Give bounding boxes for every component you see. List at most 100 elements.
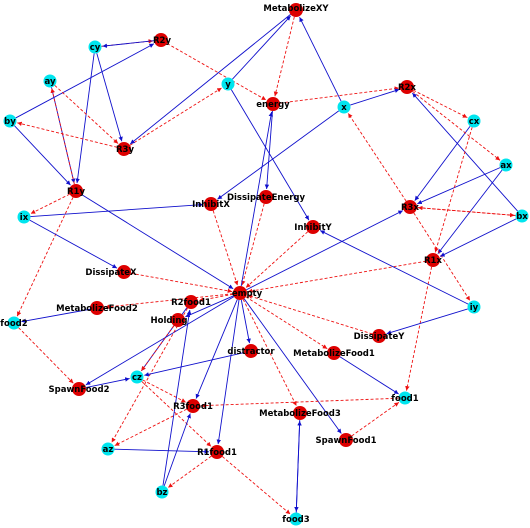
node-label-by: by — [4, 117, 16, 127]
edge-r1food1-to-food3 — [222, 456, 291, 515]
node-label-ix: ix — [20, 213, 29, 223]
edge-r1x-to-empty — [247, 260, 427, 294]
species-node-cz — [130, 370, 144, 384]
edge-inhibit-x-to-empty — [212, 210, 239, 286]
edge-metabolize-xy-to-energy — [273, 16, 295, 97]
edge-energy-to-dissipate-energy — [264, 110, 273, 190]
node-label-food1: food1 — [391, 394, 418, 404]
edge-r3y-to-y — [129, 87, 222, 146]
edge-bz-to-r3food1 — [163, 413, 191, 487]
edge-by-to-r1y — [14, 125, 71, 186]
edge-r1y-to-ay — [50, 88, 75, 185]
edge-bz-to-r2food1 — [162, 309, 192, 486]
edge-r3x-to-iy — [413, 212, 471, 301]
reaction-node-metabolize-food2 — [90, 301, 104, 315]
node-label-r1food1: R1food1 — [197, 448, 237, 458]
edge-metabolize-xy-to-r3y — [129, 14, 291, 145]
node-label-iy: iy — [470, 303, 479, 313]
reaction-node-inhibit-y — [306, 220, 320, 234]
edge-empty-to-holding — [185, 295, 234, 318]
edge-x-to-metabolize-xy — [299, 16, 342, 102]
reaction-node-r1food1 — [210, 445, 224, 459]
node-label-dissipate-y: DissipateY — [354, 332, 406, 342]
reaction-node-energy — [266, 97, 280, 111]
reaction-node-metabolize-food3 — [293, 406, 307, 420]
edge-r3x-to-x — [347, 113, 407, 202]
species-node-by — [3, 114, 17, 128]
node-label-bz: bz — [156, 488, 167, 498]
reaction-node-dissipate-y — [372, 329, 386, 343]
edge-dissipate-energy-to-empty — [241, 203, 265, 286]
edge-ay-to-r3y — [54, 85, 119, 144]
edge-metabolize-food2-to-food2 — [21, 308, 91, 324]
node-label-metabolize-food2: MetabolizeFood2 — [56, 304, 138, 314]
edge-cy-to-r1y — [75, 53, 95, 184]
node-label-metabolize-food1: MetabolizeFood1 — [293, 349, 375, 359]
edge-cy-to-r3y — [96, 53, 123, 142]
node-label-cy: cy — [90, 43, 101, 53]
edge-r1y-to-ix — [30, 193, 70, 215]
node-label-empty: empty — [232, 289, 263, 299]
labels-layer: cyaybyixyxcxaxbxiyfood2czazbzfood1food3M… — [0, 4, 528, 525]
edge-r2x-to-cx — [413, 89, 468, 119]
edge-r3y-to-by — [17, 121, 118, 148]
edge-food2-to-spawn-food2 — [18, 327, 74, 384]
node-label-r2y: R2y — [153, 36, 171, 46]
edge-food3-to-metabolize-food3 — [295, 420, 302, 513]
reaction-node-r2x — [400, 80, 414, 94]
edge-empty-to-r2food1 — [198, 293, 234, 302]
edge-empty-to-spawn-food1 — [243, 298, 342, 434]
edge-spawn-food1-to-food1 — [351, 401, 400, 437]
node-label-y: y — [225, 80, 231, 90]
edge-holding-to-cz — [141, 325, 175, 372]
reaction-node-metabolize-xy — [289, 3, 303, 17]
edge-spawn-food2-to-cz — [85, 377, 130, 389]
node-label-metabolize-xy: MetabolizeXY — [263, 4, 329, 14]
reaction-node-r2y — [154, 33, 168, 47]
edge-inhibit-y-to-empty — [245, 231, 309, 288]
reaction-node-r1y — [69, 184, 83, 198]
reaction-node-inhibit-x — [204, 197, 218, 211]
species-node-bx — [515, 209, 529, 223]
node-label-distractor: distractor — [227, 347, 275, 357]
species-node-food2 — [7, 316, 21, 330]
edge-r1x-to-food1 — [405, 266, 433, 391]
node-label-inhibit-y: InhibitY — [294, 223, 332, 233]
node-label-cz: cz — [132, 373, 142, 383]
species-node-az — [101, 442, 115, 456]
node-label-r3food1: R3food1 — [173, 402, 213, 412]
species-node-food1 — [398, 391, 412, 405]
edge-metabolize-food1-to-food1 — [339, 356, 399, 395]
edge-r2food1-to-az — [111, 307, 188, 443]
edge-distractor-to-cz — [144, 352, 245, 377]
edge-empty-to-r3x — [246, 210, 404, 291]
node-label-bx: bx — [516, 212, 528, 222]
node-label-ay: ay — [44, 77, 55, 87]
node-label-r2x: R2x — [398, 83, 416, 93]
edge-empty-to-metabolize-food2 — [104, 293, 234, 309]
edge-empty-to-spawn-food2 — [85, 296, 235, 386]
node-label-x: x — [341, 103, 347, 113]
node-label-spawn-food2: SpawnFood2 — [49, 385, 110, 395]
reaction-node-r3y — [117, 142, 131, 156]
reaction-node-spawn-food2 — [72, 382, 86, 396]
edge-r2x-to-ax — [412, 90, 501, 161]
node-label-az: az — [103, 445, 114, 455]
reaction-node-holding — [171, 313, 185, 327]
edge-az-to-r1food1 — [114, 448, 210, 454]
edge-empty-to-r1food1 — [216, 299, 240, 445]
reaction-node-r1x — [426, 253, 440, 267]
reaction-node-r2food1 — [184, 295, 198, 309]
species-node-ax — [499, 158, 513, 172]
node-label-energy: energy — [256, 100, 290, 110]
reaction-node-r3x — [403, 200, 417, 214]
reaction-node-empty — [233, 286, 247, 300]
node-label-r3y: R3y — [116, 145, 134, 155]
edge-energy-to-r2x — [279, 86, 400, 104]
edge-r3food1-to-az — [114, 408, 187, 447]
edges-layer — [14, 14, 519, 515]
edge-bx-to-r1x — [439, 218, 517, 257]
species-node-y — [221, 77, 235, 91]
edge-r3x-to-bx — [416, 207, 515, 218]
